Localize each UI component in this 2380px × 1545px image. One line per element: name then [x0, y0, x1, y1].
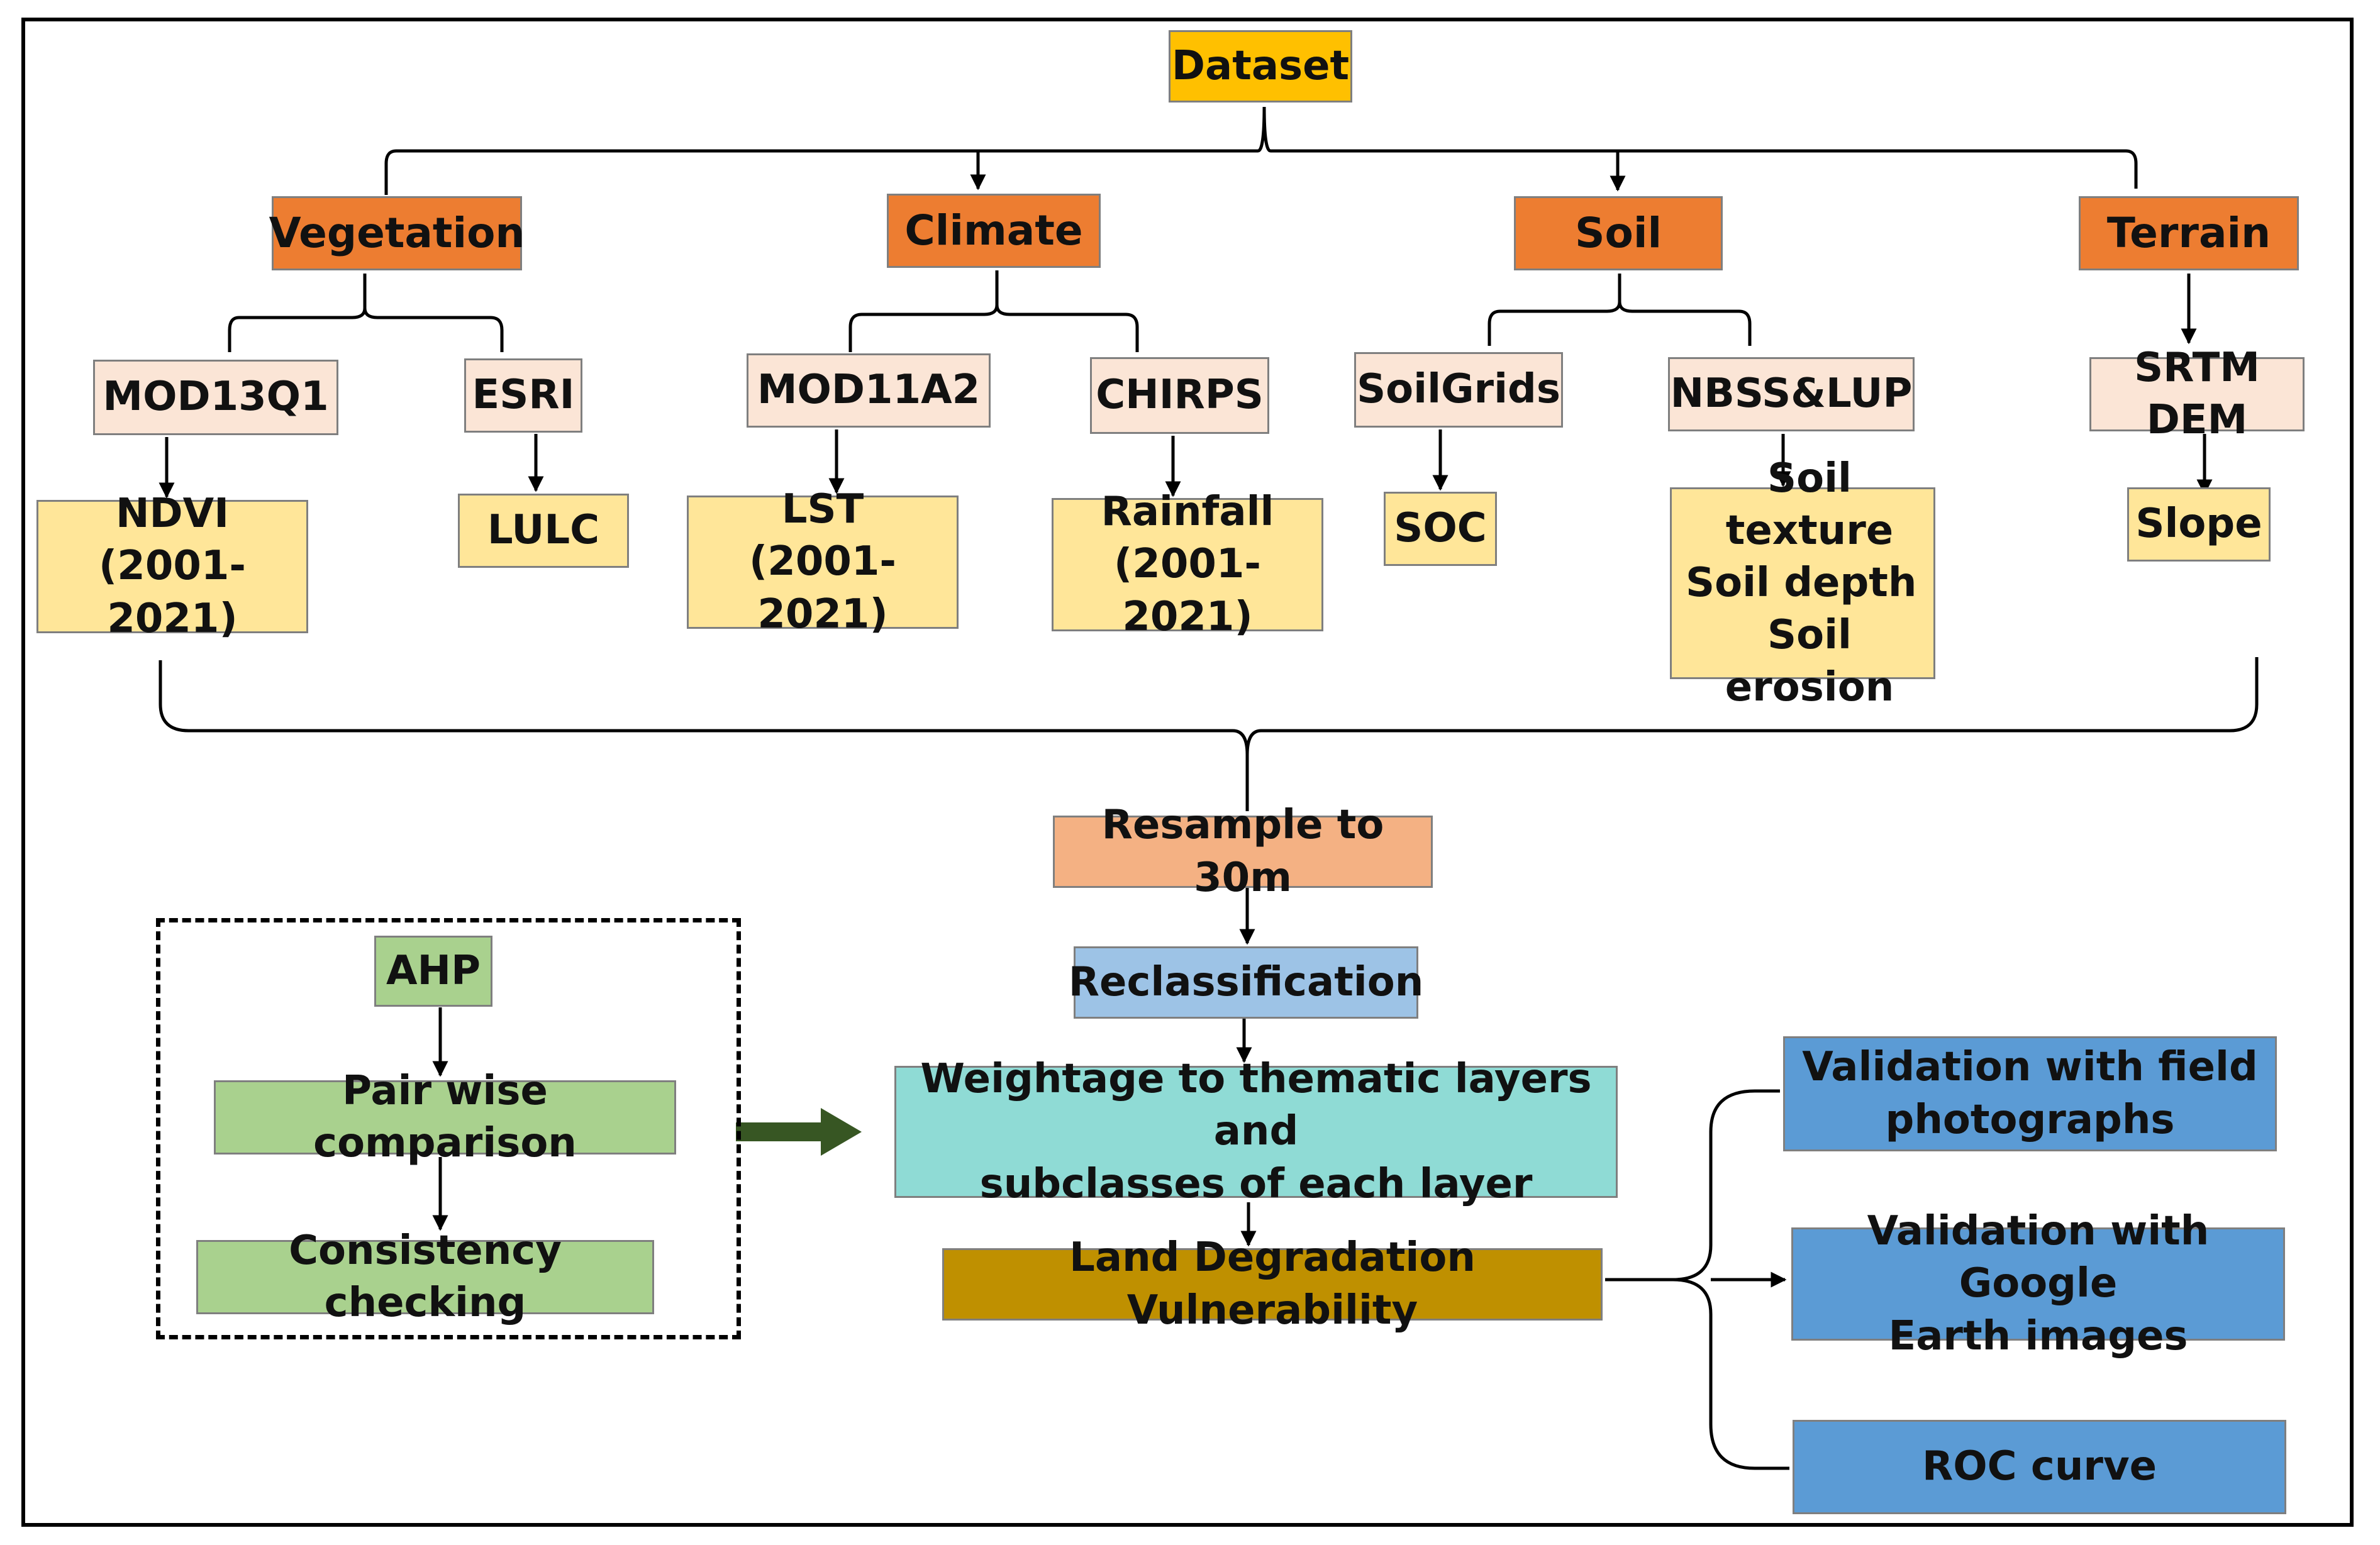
slope-box: Slope [2127, 487, 2271, 562]
consistency-checking-box: Consistency checking [196, 1227, 654, 1326]
nbss-lup-box: NBSS&LUP [1668, 357, 1915, 431]
pairwise-comparison-box: Pair wise comparison [214, 1068, 676, 1166]
soc-box: SOC [1384, 492, 1497, 566]
resample-box: Resample to 30m [1053, 802, 1433, 901]
lst-box: LST (2001-2021) [687, 486, 959, 638]
ahp-box: AHP [374, 936, 492, 1007]
terrain-box: Terrain [2079, 196, 2299, 270]
diagram-frame [21, 18, 2354, 1527]
validation-google-box: Validation with Google Earth images [1791, 1208, 2285, 1359]
dataset-box: Dataset [1169, 30, 1352, 102]
weightage-box: Weightage to thematic layers and subclas… [894, 1056, 1618, 1207]
climate-box: Climate [887, 194, 1101, 268]
roc-curve-box: ROC curve [1793, 1420, 2286, 1514]
lulc-box: LULC [458, 494, 629, 568]
soil-properties-box: Soil texture Soil depth Soil erosion [1670, 455, 1935, 711]
srtm-dem-box: SRTM DEM [2089, 345, 2305, 443]
chirps-box: CHIRPS [1090, 357, 1269, 434]
land-degradation-vulnerability-box: Land Degradation Vulnerability [942, 1234, 1603, 1334]
flow-arrow-green [736, 1108, 862, 1156]
rainfall-box: Rainfall (2001-2021) [1052, 489, 1323, 640]
vegetation-box: Vegetation [269, 196, 525, 270]
esri-box: ESRI [464, 358, 582, 433]
reclassification-box: Reclassification [1069, 946, 1423, 1019]
validation-field-box: Validation with field photographs [1783, 1036, 2277, 1151]
ahp-group-dashed [156, 918, 741, 1339]
soil-box: Soil [1514, 196, 1723, 270]
soilgrids-box: SoilGrids [1354, 352, 1563, 428]
dataset-label: Dataset [1171, 42, 1350, 89]
mod13q1-box: MOD13Q1 [93, 360, 338, 435]
ndvi-box: NDVI (2001-2021) [36, 490, 308, 642]
mod11a2-box: MOD11A2 [747, 353, 991, 428]
